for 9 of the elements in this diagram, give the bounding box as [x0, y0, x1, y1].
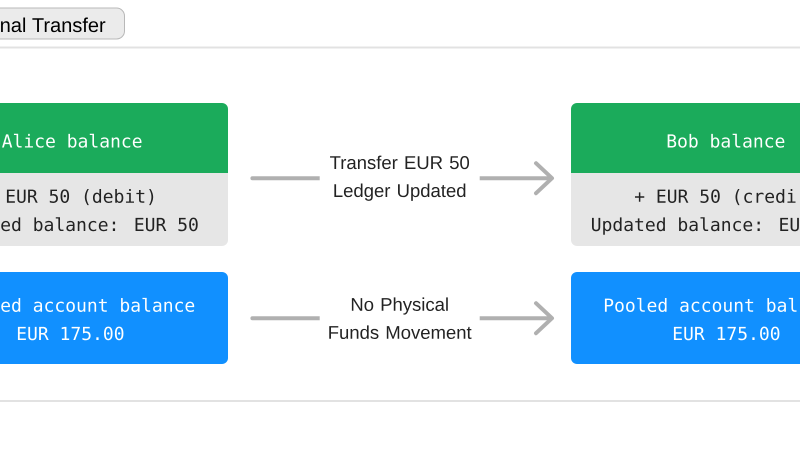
card-header: Bob balance [571, 103, 800, 173]
edge-label: No Physical Funds Movement [320, 296, 480, 340]
balance-box: ed account balance EUR 175.00 [0, 272, 228, 364]
balance-box: Pooled account bal EUR 175.00 [571, 272, 800, 364]
card-body: + EUR 50 (credi Updated balance: EU [571, 173, 800, 246]
card-body: EUR 50 (debit) ed balance: EUR 50 [0, 173, 228, 246]
edge-label: Transfer EUR 50 Ledger Updated [320, 154, 480, 202]
card-header: Alice balance [0, 103, 228, 173]
title-tab: nal Transfer [0, 8, 125, 40]
